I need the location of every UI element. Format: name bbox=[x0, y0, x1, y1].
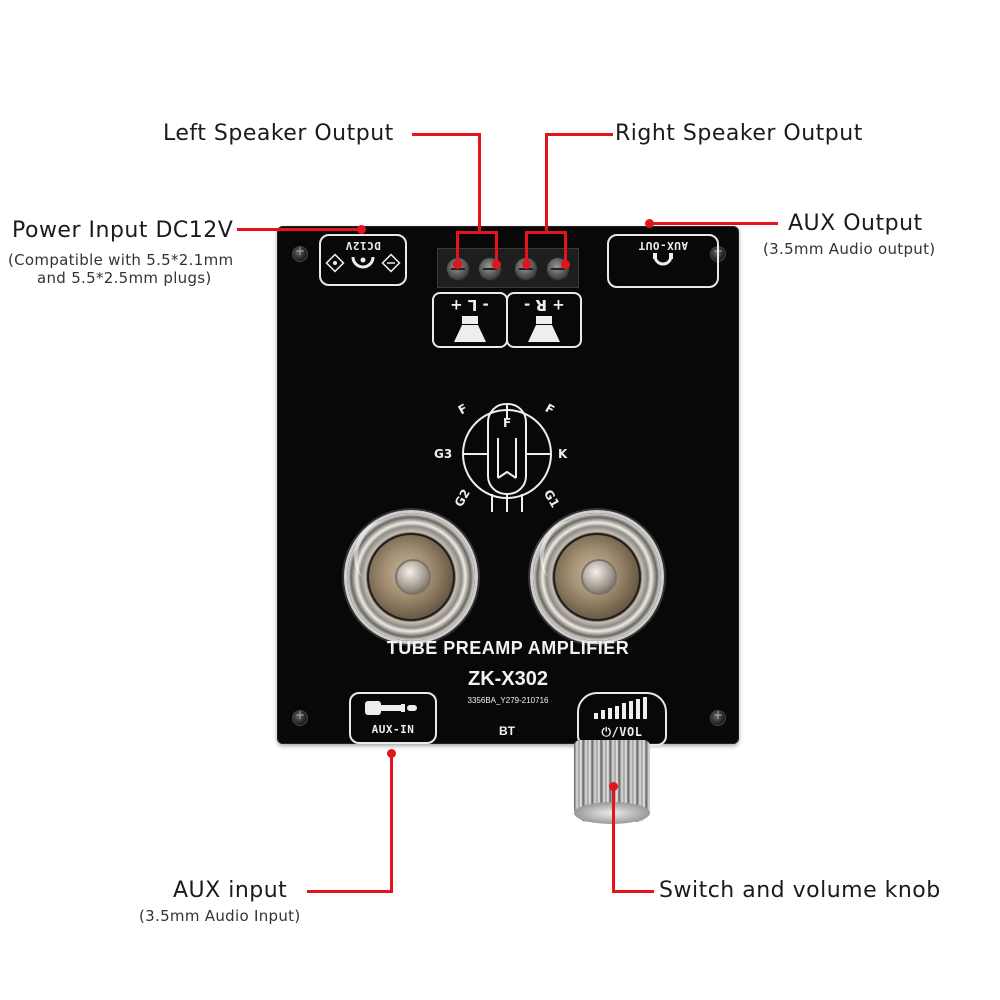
right-speaker-panel: + R - bbox=[506, 292, 582, 348]
leader-line bbox=[412, 133, 480, 136]
leader-line bbox=[525, 231, 528, 263]
aux-in-label: AUX-IN bbox=[371, 723, 415, 736]
leader-line bbox=[307, 890, 393, 893]
tube-pin-k: K bbox=[558, 447, 568, 461]
leader-dot bbox=[522, 260, 531, 269]
leader-dot bbox=[561, 260, 570, 269]
power-input-label: Power Input DC12V bbox=[12, 218, 234, 243]
leader-dot bbox=[645, 219, 654, 228]
leader-line bbox=[612, 890, 654, 893]
leader-line bbox=[237, 228, 361, 231]
power-vol-label: ⏻/VOL bbox=[601, 725, 643, 739]
power-volume-control-panel: ⏻/VOL bbox=[577, 692, 667, 746]
bt-label: BT bbox=[499, 724, 515, 738]
left-polarity-label: - L + bbox=[450, 296, 489, 314]
aux-input-label: AUX input bbox=[173, 878, 288, 903]
dc12v-power-port[interactable]: DC12V bbox=[319, 234, 407, 286]
aux-in-port[interactable]: AUX-IN bbox=[349, 692, 437, 744]
dc-jack-icon bbox=[325, 253, 401, 273]
right-vacuum-tube bbox=[532, 513, 661, 641]
leader-line bbox=[456, 231, 498, 234]
leader-dot bbox=[357, 225, 366, 234]
leader-line bbox=[545, 133, 613, 136]
leader-line bbox=[650, 222, 778, 225]
leader-line bbox=[612, 785, 615, 893]
aux-out-port[interactable]: AUX-OUT bbox=[607, 234, 719, 288]
left-speaker-output-label: Left Speaker Output bbox=[163, 121, 394, 146]
power-input-note-line1: (Compatible with 5.5*2.1mm bbox=[8, 251, 234, 269]
aux-input-note: (3.5mm Audio Input) bbox=[139, 907, 301, 925]
leader-line bbox=[390, 752, 393, 893]
headphone-jack-icon bbox=[653, 253, 673, 266]
tube-pin-g3: G3 bbox=[434, 447, 452, 461]
tube-pin-f-right: F bbox=[543, 401, 557, 417]
left-vacuum-tube bbox=[346, 513, 475, 641]
speaker-icon bbox=[528, 316, 560, 342]
screw-top-left-icon bbox=[292, 244, 308, 262]
tube-pin-g2: G2 bbox=[452, 487, 473, 510]
serial-number: 3356BA_Y279-210716 bbox=[467, 696, 549, 705]
volume-bars-icon bbox=[594, 697, 647, 719]
volume-knob-label: Switch and volume knob bbox=[659, 878, 941, 903]
power-input-note-line2: and 5.5*2.5mm plugs) bbox=[37, 269, 212, 287]
screw-bottom-left-icon bbox=[292, 708, 308, 726]
tube-pin-g1: G1 bbox=[541, 487, 562, 510]
aux-output-note: (3.5mm Audio output) bbox=[763, 240, 936, 258]
leader-dot bbox=[492, 260, 501, 269]
leader-line bbox=[478, 133, 481, 233]
model-number: ZK-X302 bbox=[467, 668, 549, 690]
amplifier-board: DC12V - L + + R - AUX-OUT bbox=[277, 226, 739, 746]
leader-line bbox=[564, 231, 567, 263]
tube-pin-f-left: F bbox=[456, 401, 470, 417]
aux-out-label: AUX-OUT bbox=[638, 239, 688, 252]
leader-dot bbox=[387, 749, 396, 758]
leader-dot bbox=[609, 782, 618, 791]
dc12v-label: DC12V bbox=[345, 239, 381, 252]
speaker-icon bbox=[454, 316, 486, 342]
leader-line bbox=[495, 231, 498, 263]
aux-output-label: AUX Output bbox=[788, 211, 923, 236]
leader-line bbox=[525, 231, 567, 234]
leader-line bbox=[545, 133, 548, 233]
right-speaker-output-label: Right Speaker Output bbox=[615, 121, 863, 146]
screw-bottom-right-icon bbox=[710, 708, 726, 726]
vacuum-tube-icon: F F F G3 K G2 G1 bbox=[434, 401, 568, 512]
leader-line bbox=[456, 231, 459, 263]
product-title: TUBE PREAMP AMPLIFIER bbox=[386, 638, 630, 658]
aux-plug-icon bbox=[365, 701, 417, 715]
tube-pin-f-top: F bbox=[503, 416, 511, 430]
leader-dot bbox=[453, 260, 462, 269]
left-speaker-panel: - L + bbox=[432, 292, 508, 348]
right-polarity-label: + R - bbox=[524, 296, 565, 314]
